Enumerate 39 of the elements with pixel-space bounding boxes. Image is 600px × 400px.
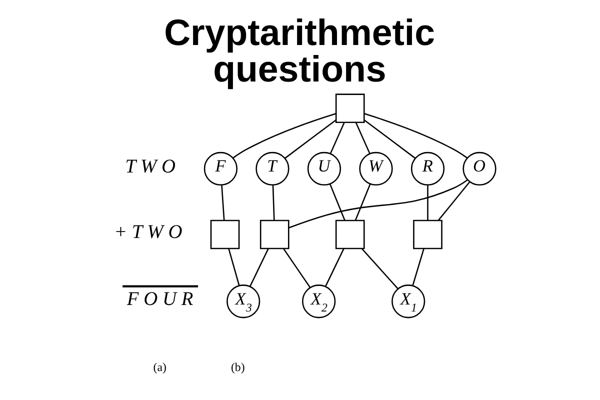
connector: [288, 179, 468, 228]
label: F O U R: [126, 289, 193, 310]
connector: [284, 120, 336, 159]
node-box: [334, 94, 364, 123]
label: T W O: [124, 156, 176, 178]
node-circle: U: [306, 152, 341, 186]
label: (b): [230, 360, 244, 374]
label: + T W O: [113, 222, 182, 244]
connector: [220, 184, 224, 220]
label: (a): [152, 360, 166, 374]
connector: [249, 248, 268, 287]
connector: [282, 248, 310, 288]
diagram-title: Cryptarithmetic questions: [164, 12, 435, 90]
node-box: [334, 220, 364, 250]
connector: [272, 185, 274, 220]
node-box: [259, 220, 289, 250]
node-circle: W: [358, 152, 392, 186]
connector: [438, 181, 470, 221]
connector: [363, 120, 416, 159]
node-box: [412, 220, 442, 250]
connector: [426, 185, 428, 220]
connector: [324, 248, 344, 287]
node-circle: F: [203, 152, 238, 186]
connector: [328, 184, 345, 220]
node-circle: X$_{3}$: [226, 284, 260, 318]
node-box: [210, 220, 240, 250]
node-circle: X$_{2}$: [302, 284, 336, 318]
connector: [364, 113, 468, 159]
connector: [354, 122, 370, 154]
connector: [360, 248, 398, 289]
connector: [329, 122, 344, 154]
node-circle: T: [255, 152, 289, 186]
node-circle: X$_{1}$: [391, 284, 425, 318]
connector: [232, 113, 336, 159]
connector: [354, 184, 370, 220]
connector: [412, 248, 424, 286]
node-circle: O: [462, 152, 496, 186]
node-circle: R: [410, 152, 444, 186]
connector: [228, 248, 240, 286]
